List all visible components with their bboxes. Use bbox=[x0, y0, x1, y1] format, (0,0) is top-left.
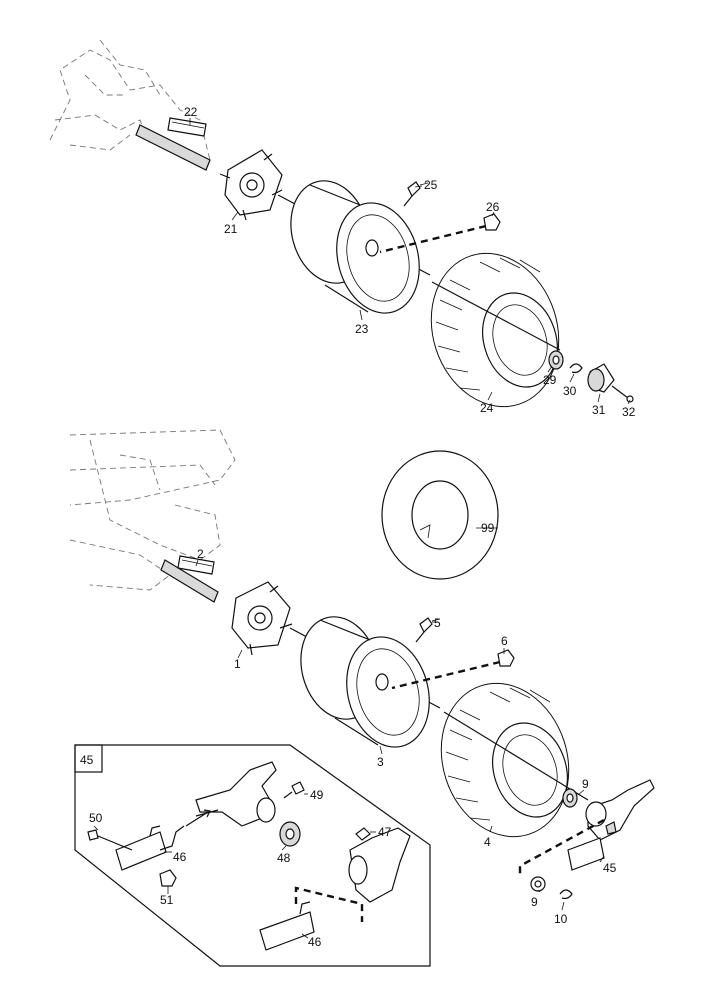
inset-label-45: 45 bbox=[80, 753, 94, 767]
callout-29: 29 bbox=[543, 373, 557, 387]
callout-51: 51 bbox=[160, 893, 174, 907]
tire-4 bbox=[440, 682, 589, 838]
tire-24 bbox=[430, 252, 561, 408]
screw-32 bbox=[611, 385, 634, 403]
washer-9-upper bbox=[562, 788, 578, 808]
plate-46-lower bbox=[259, 886, 364, 951]
inner-tube-99 bbox=[381, 450, 499, 580]
bracket-assembly-45 bbox=[518, 779, 655, 878]
axle-shaft-22 bbox=[135, 117, 211, 171]
axle-shaft-2 bbox=[160, 555, 219, 603]
upper-chassis-outline bbox=[49, 39, 211, 161]
inset-panel-45 bbox=[74, 744, 431, 967]
callout-21: 21 bbox=[224, 222, 238, 236]
callout-9-upper: 9 bbox=[582, 777, 589, 791]
washer-29 bbox=[548, 350, 564, 370]
lower-chassis-outline bbox=[69, 429, 236, 591]
clip-30 bbox=[569, 363, 583, 374]
washer-9-lower bbox=[530, 876, 546, 892]
callout-46-upper: 46 bbox=[173, 850, 187, 864]
callout-47: 47 bbox=[378, 825, 392, 839]
callout-22: 22 bbox=[184, 105, 198, 119]
callout-6: 6 bbox=[501, 634, 508, 648]
callout-99: 99 bbox=[481, 521, 495, 535]
lug-nut-6 bbox=[391, 649, 515, 690]
wheel-rim-3 bbox=[300, 616, 430, 748]
valve-stem-5 bbox=[415, 617, 441, 643]
callout-26: 26 bbox=[486, 200, 500, 214]
callout-3: 3 bbox=[377, 755, 384, 769]
callout-10: 10 bbox=[554, 912, 568, 926]
callout-31: 31 bbox=[592, 403, 606, 417]
callout-5: 5 bbox=[434, 616, 441, 630]
callout-25: 25 bbox=[424, 178, 438, 192]
screw-49 bbox=[283, 781, 305, 799]
inset-bracket-lower bbox=[348, 827, 411, 903]
callout-50: 50 bbox=[89, 811, 103, 825]
callout-2: 2 bbox=[197, 547, 204, 561]
callout-4: 4 bbox=[484, 835, 491, 849]
bushing-48 bbox=[279, 821, 301, 847]
cap-31 bbox=[587, 363, 615, 393]
callout-32: 32 bbox=[622, 405, 636, 419]
nut-51 bbox=[159, 869, 177, 887]
callout-1: 1 bbox=[234, 657, 241, 671]
valve-stem-25 bbox=[403, 181, 429, 207]
callout-23: 23 bbox=[355, 322, 369, 336]
bolt-50 bbox=[87, 829, 133, 851]
inset-bracket-upper bbox=[195, 761, 277, 827]
callout-30: 30 bbox=[563, 384, 577, 398]
callout-labels: 22 21 25 26 23 24 29 30 31 32 99 2 1 5 6… bbox=[80, 105, 636, 949]
lug-nut-26 bbox=[379, 213, 501, 254]
callout-9-lower: 9 bbox=[531, 895, 538, 909]
leader-lines bbox=[93, 118, 631, 939]
inset-arrow bbox=[185, 809, 211, 827]
clip-10 bbox=[559, 889, 573, 900]
wheel-rim-23 bbox=[290, 180, 420, 314]
callout-24: 24 bbox=[480, 401, 494, 415]
callout-49: 49 bbox=[310, 788, 324, 802]
callout-45: 45 bbox=[603, 861, 617, 875]
callout-48: 48 bbox=[277, 851, 291, 865]
callout-46-lower: 46 bbox=[308, 935, 322, 949]
